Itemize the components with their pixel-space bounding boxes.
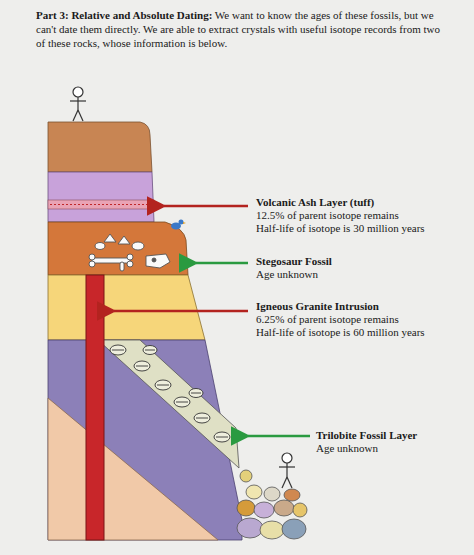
callout: Stegosaur FossilAge unknown	[256, 255, 468, 281]
callout-text: 6.25% of parent isotope remains	[256, 313, 468, 326]
callout: Trilobite Fossil LayerAge unknown	[316, 429, 466, 455]
callout-text: Half-life of isotope is 30 million years	[256, 222, 468, 235]
leader-arrow	[114, 310, 248, 313]
callout-heading: Stegosaur Fossil	[256, 255, 468, 268]
leader-arrow	[248, 435, 310, 438]
stegosaur-bones	[89, 234, 170, 271]
callout: Igneous Granite Intrusion6.25% of parent…	[256, 300, 468, 339]
callout-heading: Igneous Granite Intrusion	[256, 300, 468, 313]
stick-figure	[70, 87, 86, 121]
callout: Volcanic Ash Layer (tuff)12.5% of parent…	[256, 196, 468, 235]
callout-heading: Trilobite Fossil Layer	[316, 429, 466, 442]
part-title: Part 3: Relative and Absolute Dating:	[36, 9, 212, 21]
intro-paragraph: Part 3: Relative and Absolute Dating: We…	[36, 8, 446, 50]
bird	[171, 220, 186, 230]
trilobite-symbols	[110, 345, 230, 442]
callout-heading: Volcanic Ash Layer (tuff)	[256, 196, 468, 209]
leader-arrow	[196, 262, 248, 265]
callout-text: Age unknown	[316, 442, 466, 455]
callout-text: Age unknown	[256, 268, 468, 281]
boulders	[237, 470, 307, 539]
callout-text: 12.5% of parent isotope remains	[256, 209, 468, 222]
callout-text: Half-life of isotope is 60 million years	[256, 326, 468, 339]
leader-arrow	[164, 205, 248, 208]
stick-figure	[279, 453, 295, 488]
